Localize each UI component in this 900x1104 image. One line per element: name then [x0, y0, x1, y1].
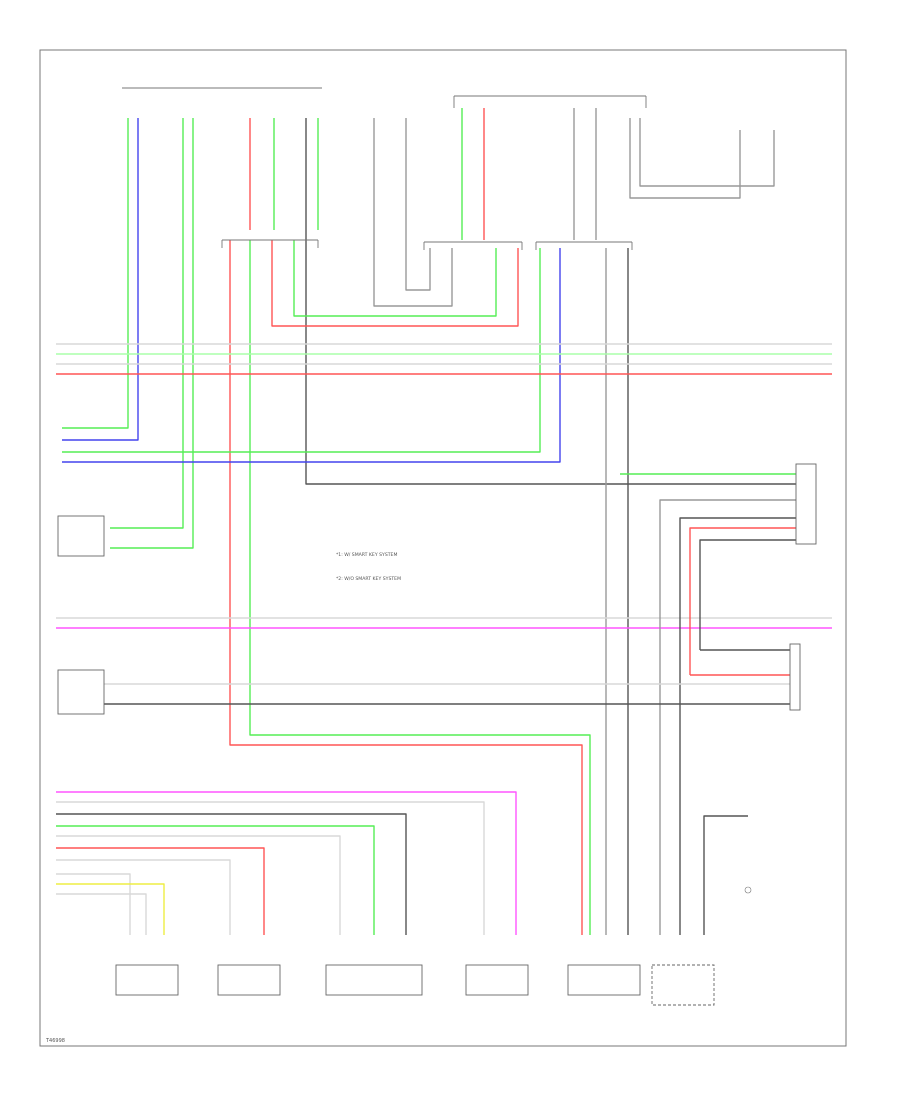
wire-green-a	[62, 118, 129, 429]
wires	[56, 108, 832, 935]
wire-black-d	[699, 539, 796, 650]
component-bottom-2	[217, 964, 281, 996]
bus-pink-8	[56, 791, 517, 935]
wire-green-c	[110, 118, 194, 549]
top-right-connector-bar	[453, 95, 647, 108]
wire-blue-b	[62, 248, 561, 463]
component-bottom-6	[651, 964, 715, 1006]
wire-red-e	[689, 527, 796, 675]
wire-gray-e	[629, 118, 741, 199]
wire-black-a	[305, 118, 796, 485]
bus-white-17	[56, 893, 147, 935]
bus-white-15	[56, 873, 131, 935]
bus-white-14	[56, 859, 231, 935]
connector-right-upper	[795, 463, 817, 545]
bus-white-9	[56, 801, 485, 935]
module-left-upper	[57, 515, 105, 557]
bus-yellow-16	[56, 883, 165, 935]
wire-green-i	[62, 248, 541, 453]
wire-gray-f	[639, 118, 775, 187]
connector-right-lower	[789, 643, 801, 711]
bus-red-13	[56, 847, 265, 935]
wire-black-c	[679, 517, 796, 935]
wire-green-f	[249, 240, 591, 935]
component-bottom-3	[325, 964, 423, 996]
component-bottom-4	[465, 964, 529, 996]
bus-green-11	[56, 825, 375, 935]
component-bottom-1	[115, 964, 179, 996]
switch-contact	[744, 886, 752, 894]
junction-block-right	[535, 241, 633, 250]
wire-red-b	[229, 240, 583, 935]
junction-block-left	[221, 239, 319, 248]
component-bottom-5	[567, 964, 641, 996]
note-no-smart-key: *2: W/O SMART KEY SYSTEM	[336, 576, 401, 582]
note-smart-key: *1: W/ SMART KEY SYSTEM	[336, 552, 397, 558]
wire-red-c	[271, 240, 519, 327]
wire-green-g	[293, 240, 497, 317]
module-left-lower	[57, 669, 105, 715]
junction-block-center	[423, 241, 523, 250]
wire-gray-a	[373, 118, 453, 307]
wire-black-g	[703, 815, 748, 935]
notes: *1: W/ SMART KEY SYSTEM *2: W/O SMART KE…	[336, 552, 401, 582]
wire-blue-a	[62, 118, 139, 441]
diagram-footer-code: T46998	[45, 1038, 65, 1044]
diagram-frame	[39, 49, 847, 1047]
wire-gray-b	[405, 118, 431, 291]
wire-gray-h	[659, 499, 796, 935]
components	[57, 87, 817, 1006]
bus-black-10	[56, 813, 407, 935]
bus-white-12	[56, 835, 341, 935]
wire-green-b	[110, 118, 184, 529]
